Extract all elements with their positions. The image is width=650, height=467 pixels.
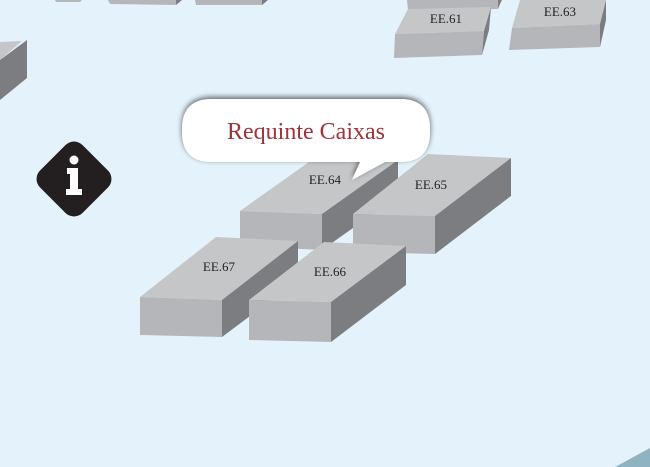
booth-ee-65[interactable]: EE.65	[353, 154, 511, 254]
booth-ee-64[interactable]: EE.64	[240, 157, 398, 250]
booth-ee-63[interactable]: EE.63	[509, 0, 606, 50]
booth-ee-67[interactable]: EE.67	[140, 237, 298, 337]
booth-partial[interactable]	[55, 0, 268, 5]
info-icon[interactable]	[32, 137, 117, 222]
booth-label: EE.65	[415, 177, 447, 192]
booth-callout[interactable]	[182, 99, 430, 180]
booth-label: EE.64	[309, 172, 342, 187]
booth-ee-66[interactable]: EE.66	[249, 242, 406, 342]
booth-partial-left[interactable]	[0, 40, 27, 100]
booth-ee-61[interactable]: EE.61	[394, 7, 491, 58]
callout-label: Requinte Caixas	[227, 119, 385, 145]
booth-label: EE.61	[430, 11, 462, 26]
booth-label: EE.63	[544, 4, 576, 19]
booth-label: EE.66	[314, 264, 347, 279]
map-edge-region	[615, 448, 650, 467]
booth-label: EE.67	[203, 259, 236, 274]
